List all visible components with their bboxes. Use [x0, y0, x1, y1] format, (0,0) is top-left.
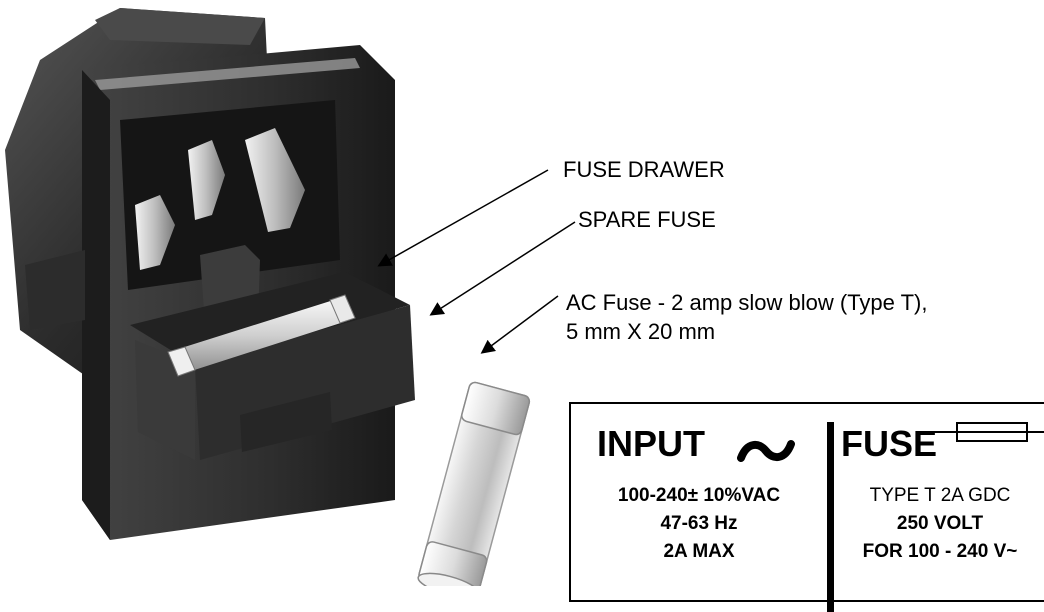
fuse-voltage-spec: 250 VOLT — [896, 513, 984, 534]
tilde-icon — [737, 440, 795, 462]
fuse-title: FUSE — [841, 423, 938, 464]
input-title: INPUT — [597, 423, 705, 464]
rating-label-panel: INPUT FUSE 100-240± 10%VAC 47-63 Hz 2A M… — [569, 402, 1044, 612]
panel-divider — [827, 422, 834, 612]
inlet-cavity — [120, 100, 340, 290]
input-current-spec: 2A MAX — [663, 541, 735, 562]
connector-body-top — [95, 8, 265, 45]
flange-edge — [82, 70, 110, 540]
power-entry-module-illustration — [5, 8, 576, 586]
input-frequency-spec: 47-63 Hz — [660, 513, 738, 534]
ac-fuse-callout-line-1: AC Fuse - 2 amp slow blow (Type T), — [566, 290, 928, 315]
fuse-range-spec: FOR 100 - 240 V~ — [862, 541, 1018, 562]
ac-fuse-callout-line-2: 5 mm X 20 mm — [566, 319, 716, 344]
fuse-drawer-notch — [240, 392, 332, 452]
fuse-symbol-icon — [933, 422, 1044, 442]
pin-left — [135, 195, 175, 270]
fuse-drawer-top — [130, 272, 410, 365]
pin-right — [245, 128, 305, 232]
housing-side-step — [25, 250, 85, 330]
flange-highlight — [95, 58, 360, 90]
ac-fuse-callout: AC Fuse - 2 amp slow blow (Type T), 5 mm… — [566, 288, 928, 346]
spare-fuse — [167, 294, 356, 377]
loose-fuse — [417, 381, 531, 586]
fuse-type-spec: TYPE T 2A GDC — [869, 485, 1011, 506]
fuse-drawer-callout: FUSE DRAWER — [563, 157, 725, 182]
pin-center — [188, 140, 225, 220]
input-voltage-spec: 100-240± 10%VAC — [617, 485, 781, 506]
fuse-drawer-leader — [377, 169, 549, 267]
spare-fuse-leader — [429, 221, 576, 316]
ac-fuse-leader — [480, 295, 559, 354]
spare-fuse-callout: SPARE FUSE — [578, 207, 716, 232]
